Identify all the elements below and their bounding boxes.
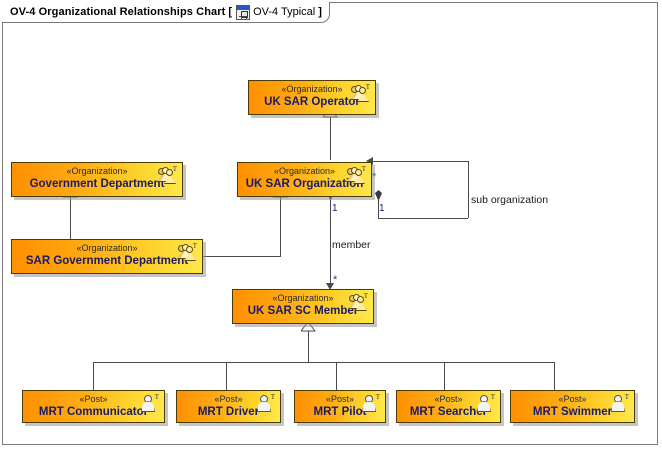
title-bracket-open: [ [228, 6, 233, 18]
member-label: member [332, 239, 371, 251]
sub-organization-diamond [375, 190, 382, 201]
sub-organization-target-multiplicity: * [372, 171, 377, 183]
node-uk-sar-operator[interactable]: «Organization» UK SAR Operator T [248, 80, 376, 115]
node-name: SAR Government Department [25, 255, 189, 267]
node-mrt-communicator[interactable]: «Post» MRT Communicator T [22, 390, 165, 423]
node-name: MRT Pilot [313, 406, 367, 418]
post-tree-arrow [301, 322, 316, 332]
node-name: MRT Communicator [38, 406, 149, 418]
post-tree-branch-pilot [336, 362, 337, 390]
node-stereotype: «Organization» [273, 166, 336, 176]
node-stereotype: «Organization» [66, 166, 128, 176]
node-mrt-driver[interactable]: «Post» MRT Driver T [176, 390, 281, 423]
generalization-sargov-to-ukorg-vertical [280, 197, 281, 257]
diagram-icon [236, 4, 251, 20]
node-stereotype: «Post» [558, 394, 587, 404]
node-stereotype: «Organization» [76, 243, 138, 253]
node-name: MRT Swimmer [532, 406, 613, 418]
node-stereotype: «Post» [79, 394, 108, 404]
node-name: MRT Searcher [409, 406, 488, 418]
node-uk-sar-sc-member[interactable]: «Organization» UK SAR SC Member T [232, 289, 374, 324]
sub-organization-top-line [373, 161, 468, 162]
post-icon: T [360, 394, 380, 412]
organization-icon: T [350, 84, 370, 102]
post-icon: T [475, 394, 495, 412]
page-title: OV-4 Organizational Relationships Chart [10, 6, 226, 18]
node-name: UK SAR Organization [245, 178, 364, 190]
post-tree-crossbar [93, 362, 554, 363]
member-target-multiplicity: * [333, 274, 338, 286]
node-stereotype: «Organization» [272, 293, 334, 303]
post-icon: T [255, 394, 275, 412]
sub-organization-source-multiplicity: 1 [379, 203, 385, 214]
post-tree-trunk [308, 331, 309, 362]
sub-organization-stub-line [378, 197, 379, 218]
organization-icon: T [177, 243, 197, 261]
title-bracket-close: ] [318, 6, 322, 18]
post-tree-branch-communicator [93, 362, 94, 390]
node-mrt-pilot[interactable]: «Post» MRT Pilot T [294, 390, 386, 423]
node-mrt-searcher[interactable]: «Post» MRT Searcher T [396, 390, 501, 423]
post-tree-branch-driver [226, 362, 227, 390]
member-association-line [330, 197, 331, 283]
node-stereotype: «Post» [214, 394, 243, 404]
post-tree-branch-swimmer [554, 362, 555, 390]
node-name: MRT Driver [197, 406, 260, 418]
sub-organization-arrowhead [366, 157, 373, 165]
node-stereotype: «Post» [325, 394, 355, 404]
node-stereotype: «Organization» [281, 84, 343, 94]
node-mrt-swimmer[interactable]: «Post» MRT Swimmer T [510, 390, 635, 423]
sub-organization-label: sub organization [471, 194, 549, 206]
node-uk-sar-organization[interactable]: «Organization» UK SAR Organization T [237, 162, 372, 197]
node-name: UK SAR Operator [264, 96, 360, 108]
post-icon: T [609, 394, 629, 412]
node-stereotype: «Post» [434, 394, 463, 404]
node-government-department[interactable]: «Organization» Government Department T [11, 162, 183, 197]
node-sar-government-department[interactable]: «Organization» SAR Government Department… [11, 239, 203, 274]
generalization-org-to-operator-line [330, 115, 331, 160]
sub-organization-right-line [468, 161, 469, 218]
diagram-title-bar: OV-4 Organizational Relationships Chart … [2, 2, 330, 23]
node-name: Government Department [29, 178, 165, 190]
sub-organization-bottom-line [378, 218, 468, 219]
diagram-subtitle: OV-4 Typical [253, 6, 316, 18]
organization-icon: T [346, 166, 366, 184]
organization-icon: T [157, 166, 177, 184]
organization-icon: T [348, 293, 368, 311]
post-tree-branch-searcher [444, 362, 445, 390]
member-arrowhead [326, 283, 334, 290]
generalization-sargov-to-ukorg-horizontal [202, 256, 280, 257]
member-source-multiplicity: 1 [332, 203, 338, 214]
post-icon: T [139, 394, 159, 412]
node-name: UK SAR SC Member [247, 305, 359, 317]
generalization-sargov-to-gov-line [70, 197, 71, 239]
